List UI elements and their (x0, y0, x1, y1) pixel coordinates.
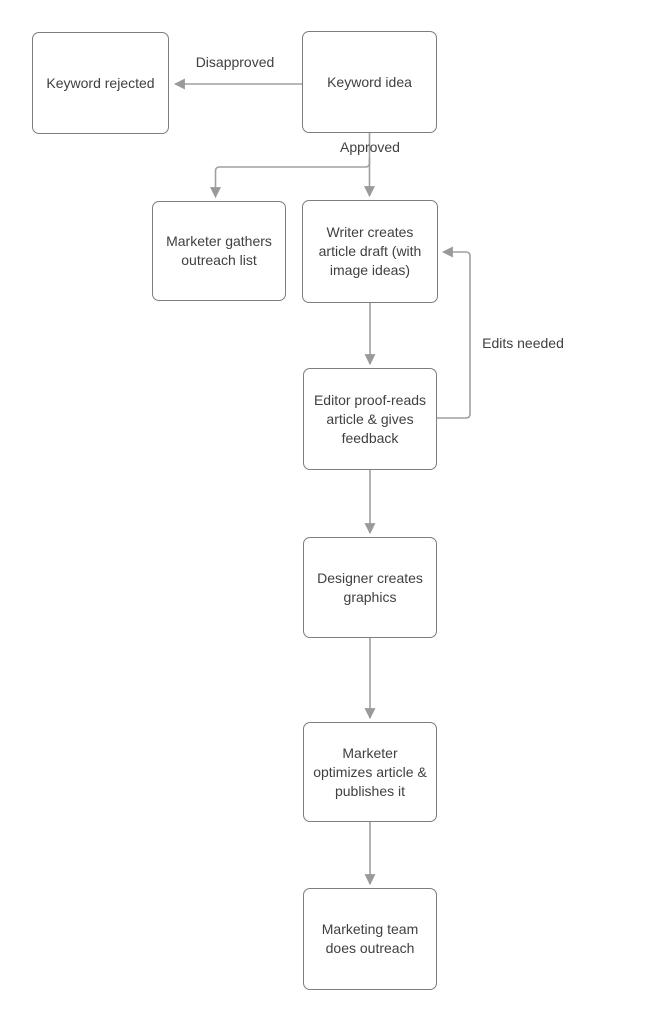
node-marketer-gathers-outreach-list: Marketer gathers outreach list (152, 201, 286, 301)
node-designer-creates-graphics: Designer creates graphics (303, 537, 437, 638)
node-marketer-optimizes-publishes: Marketer optimizes article & publishes i… (303, 722, 437, 822)
edge-label-approved: Approved (340, 139, 400, 155)
node-marketing-team-does-outreach: Marketing team does outreach (303, 888, 437, 990)
node-keyword-idea: Keyword idea (302, 31, 437, 133)
node-writer-creates-article-draft: Writer creates article draft (with image… (302, 200, 438, 303)
edge-approved-branch-to-marketer-gathers (210, 159, 371, 199)
node-editor-proofreads-article: Editor proof-reads article & gives feedb… (303, 368, 437, 470)
edge-editor-to-writer-feedback (437, 246, 471, 419)
edge-label-edits-needed: Edits needed (482, 335, 564, 351)
node-keyword-rejected: Keyword rejected (32, 32, 169, 134)
edge-label-disapproved: Disapproved (195, 54, 275, 70)
